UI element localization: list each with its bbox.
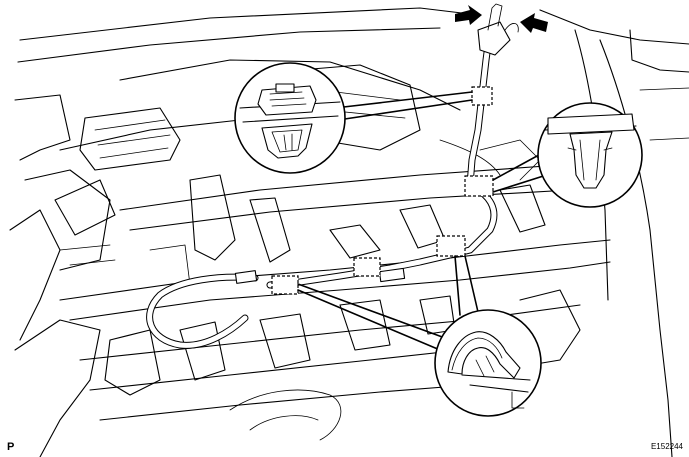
clip-marker-center xyxy=(436,235,466,257)
vehicle-body-structure xyxy=(9,7,689,457)
arrow-right-icon xyxy=(520,13,548,33)
clip-detail-callout-lower xyxy=(434,309,542,417)
top-connector xyxy=(477,3,519,56)
clip-marker-left xyxy=(271,275,299,295)
leader-lines xyxy=(297,91,557,351)
figure-code: E152244 xyxy=(650,442,683,451)
clip-markers xyxy=(271,86,494,295)
clip-detail-callout-right xyxy=(537,102,643,208)
clip-marker-right xyxy=(464,175,494,197)
corner-mark: P xyxy=(7,441,15,453)
clip-detail-callout-upper xyxy=(234,62,346,174)
clip-marker-top xyxy=(471,86,493,106)
clip-marker-mid xyxy=(353,257,381,277)
arrow-left-icon xyxy=(455,5,482,25)
